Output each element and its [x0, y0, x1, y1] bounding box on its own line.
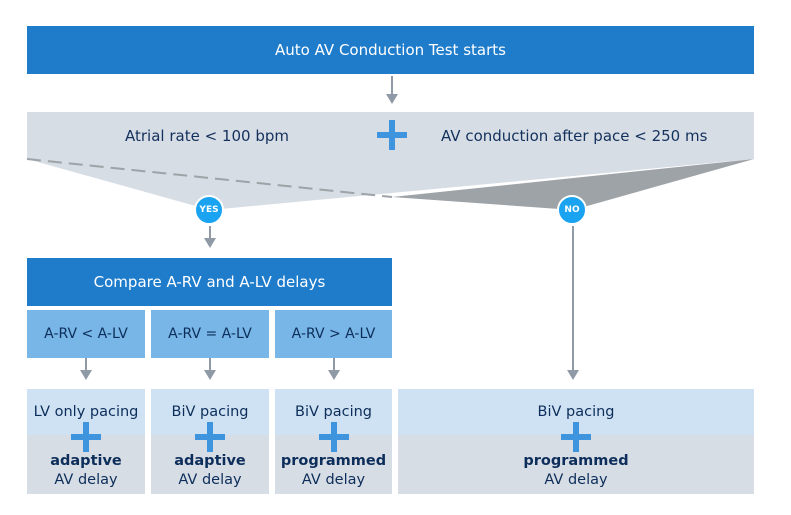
compare-title: Compare A-RV and A-LV delays	[93, 273, 326, 291]
outcome-3-pacing-label: BiV pacing	[295, 404, 372, 420]
yes-badge: YES	[194, 195, 224, 225]
condition-av-conduction: AV conduction after pace < 250 ms	[441, 127, 708, 145]
outcome-3-delay: programmed AV delay	[275, 435, 392, 494]
start-banner: Auto AV Conduction Test starts	[27, 26, 754, 74]
arrow-yes-head	[204, 238, 216, 248]
subcase-less-label: A-RV < A-LV	[44, 326, 128, 342]
subcase-greater-label: A-RV > A-LV	[291, 326, 376, 342]
subcase-less: A-RV < A-LV	[27, 310, 145, 358]
plus-icon	[377, 120, 407, 150]
no-badge-label: NO	[564, 205, 580, 215]
plus-icon-outcome-1	[71, 422, 101, 452]
no-funnel	[392, 159, 754, 210]
outcome-4-pacing-label: BiV pacing	[537, 404, 615, 420]
subcase-greater: A-RV > A-LV	[275, 310, 392, 358]
outcome-2-mode: adaptive	[174, 453, 246, 469]
arrow-start-head	[386, 94, 398, 104]
plus-icon-outcome-4	[561, 422, 591, 452]
outcome-3-mode: programmed	[280, 453, 387, 469]
subcase-equal: A-RV = A-LV	[151, 310, 269, 358]
subcase-equal-label: A-RV = A-LV	[168, 326, 252, 342]
arrow-sub-3-head	[328, 370, 340, 380]
condition-atrial-rate: Atrial rate < 100 bpm	[125, 127, 289, 145]
outcome-1-mode: adaptive	[50, 453, 122, 469]
no-badge: NO	[557, 195, 587, 225]
dashed-divider	[26, 158, 393, 198]
yes-badge-label: YES	[199, 205, 219, 215]
plus-icon-outcome-3	[319, 422, 349, 452]
arrow-sub-2-head	[204, 370, 216, 380]
arrow-no-head	[567, 370, 579, 380]
outcome-2-delay-label: AV delay	[178, 472, 242, 488]
outcome-4-delay-label: AV delay	[544, 472, 608, 488]
arrow-sub-1-head	[80, 370, 92, 380]
outcome-1-delay-label: AV delay	[54, 472, 118, 488]
outcome-3-delay-label: AV delay	[301, 472, 366, 488]
outcome-2-pacing-label: BiV pacing	[171, 404, 249, 420]
outcome-4-mode: programmed	[523, 453, 629, 469]
outcome-3-pacing: BiV pacing	[275, 389, 392, 435]
outcome-1-pacing-label: LV only pacing	[33, 404, 139, 420]
start-banner-title: Auto AV Conduction Test starts	[275, 41, 506, 59]
compare-banner: Compare A-RV and A-LV delays	[27, 258, 392, 306]
plus-icon-outcome-2	[195, 422, 225, 452]
